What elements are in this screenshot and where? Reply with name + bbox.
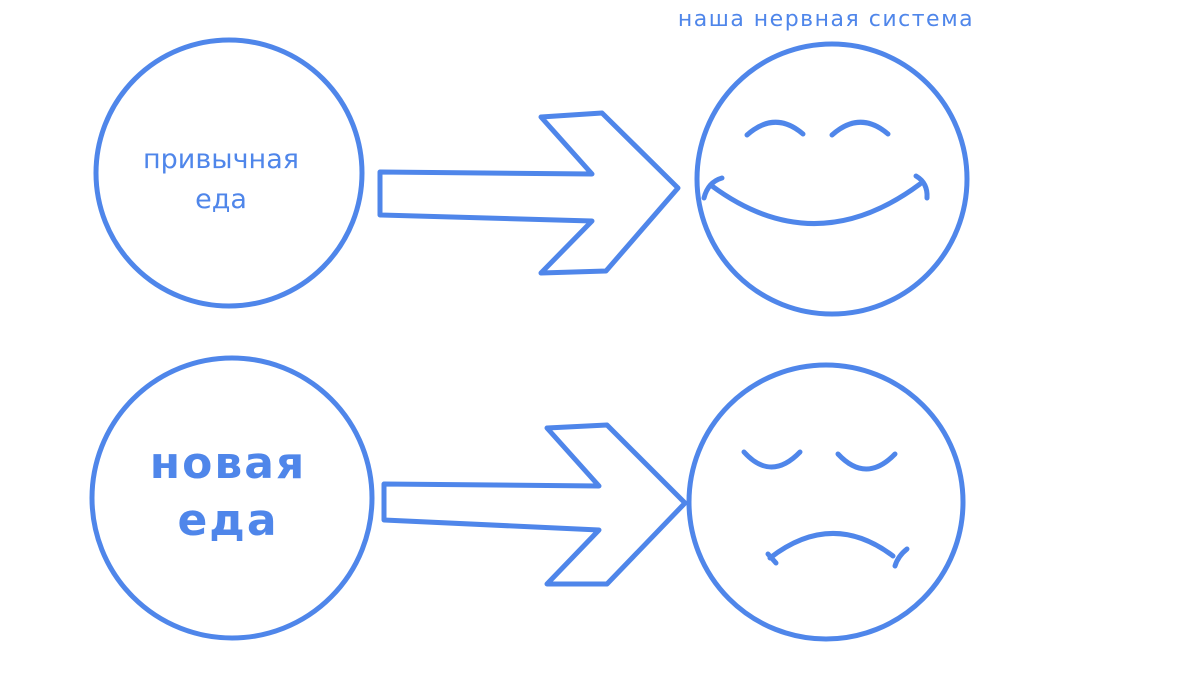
sad-mouth-right-end bbox=[892, 546, 910, 569]
row-new-food bbox=[89, 355, 966, 642]
sad-mouth bbox=[767, 531, 896, 561]
happy-mouth-left-end bbox=[701, 175, 725, 201]
happy-mouth bbox=[709, 181, 923, 226]
nervous-system-face-happy bbox=[694, 41, 970, 317]
new-food-label-line-1: новая bbox=[150, 438, 306, 489]
sad-mouth-left-end bbox=[765, 551, 779, 566]
sad-face-icon bbox=[686, 362, 966, 642]
habitual-food-label-line-2: еда bbox=[195, 184, 247, 215]
right-arrow-icon bbox=[381, 422, 688, 587]
new-food-label: новая еда bbox=[150, 438, 306, 546]
smiling-face-icon bbox=[694, 41, 970, 317]
habitual-food-circle bbox=[93, 37, 365, 309]
habitual-food-label-line-1: привычная bbox=[143, 144, 299, 175]
nervous-system-caption: наша нервная система bbox=[678, 7, 974, 32]
right-arrow-icon bbox=[377, 110, 681, 276]
habitual-food-label: привычная еда bbox=[143, 144, 299, 215]
new-food-circle bbox=[89, 355, 375, 641]
nervous-system-face-sad bbox=[686, 362, 966, 642]
row-habitual-food bbox=[93, 37, 970, 317]
happy-right-eye bbox=[829, 119, 891, 138]
happy-left-eye bbox=[744, 119, 806, 138]
sad-right-eye bbox=[835, 451, 898, 472]
new-food-label-line-2: еда bbox=[177, 495, 278, 546]
sad-left-eye bbox=[741, 449, 803, 470]
happy-mouth-right-end bbox=[913, 173, 930, 201]
